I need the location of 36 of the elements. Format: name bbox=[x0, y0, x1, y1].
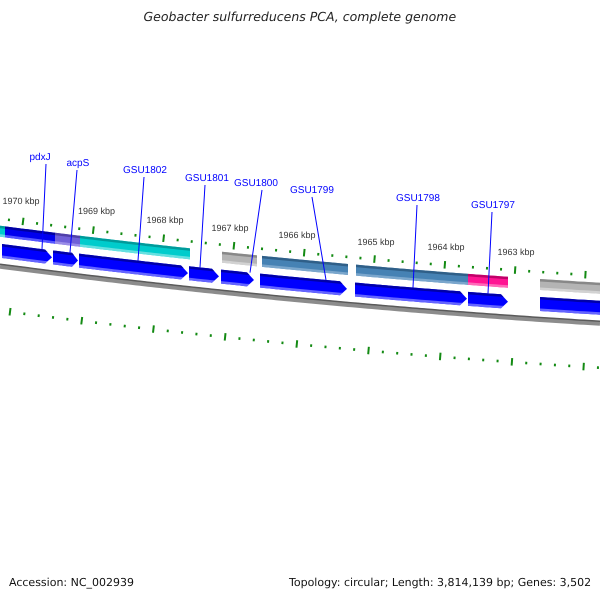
leader-line bbox=[488, 212, 492, 294]
gene-block bbox=[221, 270, 254, 286]
scale-label: 1968 kbp bbox=[146, 215, 184, 225]
gene-block bbox=[468, 292, 508, 308]
leader-line bbox=[412, 204, 418, 288]
gene-block bbox=[53, 250, 78, 267]
scale-label: 1963 kbp bbox=[498, 247, 535, 257]
genome-summary: Topology: circular; Length: 3,814,139 bp; Genes: 3,502 bbox=[289, 576, 592, 589]
leader-line bbox=[42, 164, 46, 250]
gene-label: GSU1801 bbox=[185, 173, 229, 185]
leader-line bbox=[138, 176, 144, 262]
scale-label: 1965 kbp bbox=[358, 237, 395, 247]
gene-block bbox=[2, 244, 52, 264]
leader-line bbox=[312, 196, 326, 280]
gene-label: GSU1802 bbox=[123, 165, 167, 177]
leader-line bbox=[200, 184, 206, 268]
gene-block bbox=[79, 254, 188, 280]
gene-block bbox=[260, 274, 347, 296]
gene-label: GSU1798 bbox=[396, 193, 440, 205]
leader-line bbox=[70, 170, 78, 254]
scale-label: 1970 kbp bbox=[2, 196, 40, 206]
gene-label: GSU1799 bbox=[290, 185, 334, 197]
gene-block bbox=[540, 296, 600, 315]
gene-label: GSU1797 bbox=[471, 200, 515, 212]
gene-label: GSU1800 bbox=[234, 178, 278, 190]
diagram-title: Geobacter sulfurreducens PCA, complete genome bbox=[144, 9, 456, 24]
scale-label: 1964 kbp bbox=[428, 242, 465, 252]
accession-label: Accession: NC_002939 bbox=[9, 576, 134, 589]
gene-block bbox=[355, 282, 467, 306]
gene-label: pdxJ bbox=[30, 152, 51, 164]
scale-label: 1969 kbp bbox=[78, 206, 116, 216]
gene-label: acpS bbox=[66, 158, 90, 170]
scale-label: 1966 kbp bbox=[278, 230, 316, 240]
scale-label: 1967 kbp bbox=[212, 223, 249, 233]
leader-line bbox=[250, 190, 262, 274]
gene-block bbox=[189, 266, 219, 283]
